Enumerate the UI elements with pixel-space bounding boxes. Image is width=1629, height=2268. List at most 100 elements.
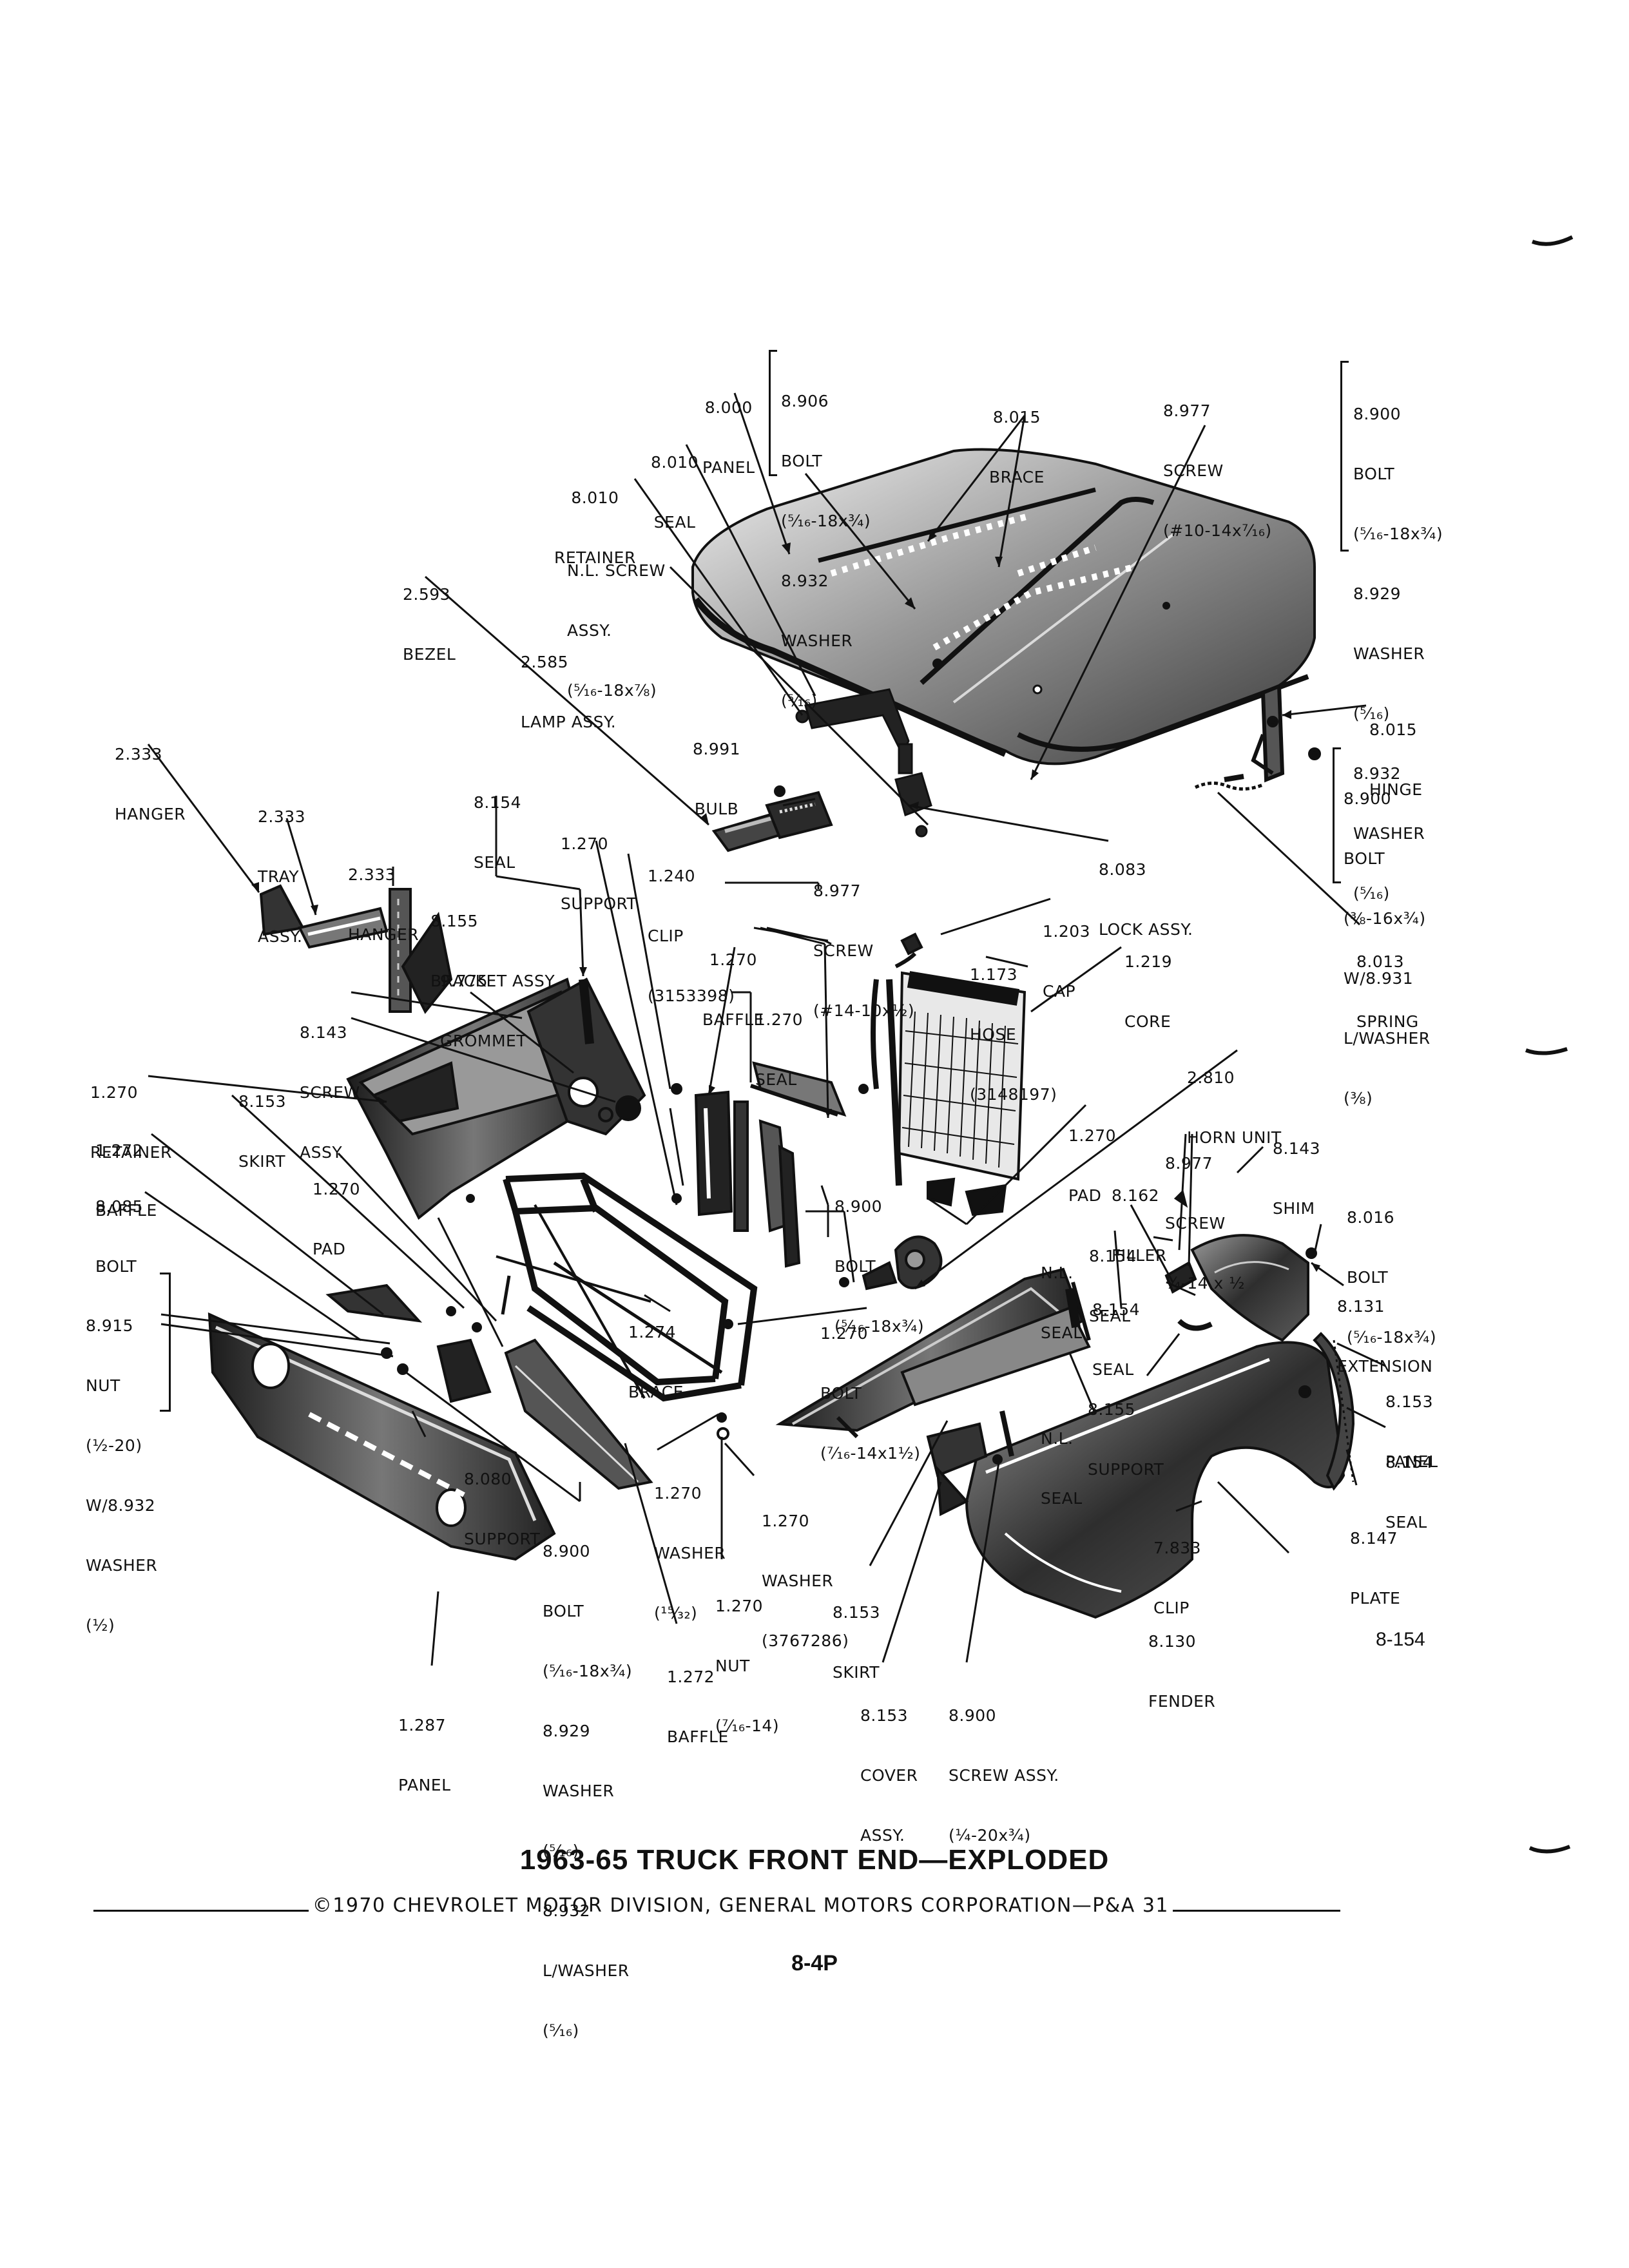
part-size: (3767286) — [762, 1631, 849, 1650]
part-size: (⅜-16x¾) — [1344, 909, 1426, 928]
label-pad-1270-right: 1.270 PAD — [1068, 1086, 1116, 1225]
part-name: BOLT — [1353, 465, 1395, 483]
copyright-text: ©1970 CHEVROLET MOTOR DIVISION, GENERAL … — [312, 1894, 1169, 1917]
label-plate-8147: 8.147 PLATE — [1350, 1488, 1400, 1628]
part-size: (⁵⁄₁₆-18x¾) — [781, 512, 871, 530]
part-name: SUPPORT — [464, 1530, 541, 1548]
bracket-bolt-8906 — [769, 350, 777, 476]
label-baffle-1270: 1.270 BAFFLE — [702, 910, 764, 1050]
label-cover-assy-8153: 8.153 COVER ASSY. — [860, 1666, 918, 1865]
label-nut-8915: 8.915 NUT (½-20) W/8.932 WASHER (½) — [86, 1276, 157, 1655]
part-number: 2.333 — [348, 865, 396, 884]
part-name: SHIM — [1273, 1199, 1315, 1218]
part-number: 8.155 — [430, 912, 479, 930]
label-hinge-8015: 8.015 HINGE — [1369, 680, 1423, 820]
part-number: 9.775 — [440, 972, 488, 990]
part-name: BOLT — [781, 452, 823, 470]
label-bolt-8900-bottom: 8.900 BOLT (⁵⁄₁₆-18x¾) 8.929 WASHER (⁵⁄₁… — [543, 1501, 632, 2061]
part-name: HANGER — [115, 805, 186, 823]
part-number: 1.272 — [667, 1667, 715, 1686]
part-name: SCREW — [1165, 1214, 1226, 1233]
hinge-drawing — [1194, 683, 1321, 791]
label-baffle-1272-left: 1.272 BAFFLE — [95, 1100, 157, 1240]
part-name: CLIP — [1153, 1599, 1190, 1617]
part-size: (#10-14x⁷⁄₁₆) — [1163, 521, 1272, 540]
part-number: 1.270 — [313, 1180, 361, 1198]
part-name: FILLER — [1112, 1246, 1167, 1265]
part-number: 8.015 — [1369, 720, 1418, 739]
part-size: (⁵⁄₁₆) — [1353, 704, 1390, 723]
page-number: 8-4P — [791, 1951, 838, 1975]
part-number: 1.173 — [970, 965, 1018, 984]
part-number: N.L. SCREW — [567, 561, 666, 580]
part-number: 8.977 — [1163, 401, 1211, 420]
part-name: HANGER — [348, 925, 419, 944]
label-seal-8154-a: 8.154 SEAL — [1089, 1206, 1137, 1346]
part-number: 8.932 — [781, 572, 829, 590]
part-size: (⁵⁄₁₆) — [781, 691, 818, 710]
part-number: 8.153 — [238, 1092, 287, 1111]
part-name: FENDER — [1148, 1692, 1216, 1711]
label-bolt-8085: 8.085 BOLT — [95, 1157, 143, 1296]
part-number: 8.977 — [813, 881, 862, 900]
part-number: 8.929 — [543, 1722, 591, 1740]
lamp-bezel-drawing — [711, 785, 833, 852]
part-name: BRACE — [628, 1383, 684, 1401]
label-brace-1274: 1.274 BRACE — [628, 1282, 684, 1422]
part-name: SUPPORT — [561, 894, 637, 913]
part-number: 8.932 — [543, 1901, 591, 1920]
part-number: 8.900 — [949, 1706, 997, 1725]
part-number: 1.219 — [1124, 952, 1173, 971]
part-number: 1.272 — [95, 1141, 144, 1160]
label-retainer-8010: 8.010 RETAINER — [554, 448, 636, 588]
part-size: (3153398) — [648, 986, 735, 1005]
part-name: L/WASHER — [543, 1961, 630, 1980]
label-support-8080: 8.080 SUPPORT — [464, 1429, 540, 1569]
part-number: 8.010 — [651, 453, 699, 472]
label-filler-8162: 8.162 FILLER — [1112, 1146, 1167, 1285]
part-name: SEAL — [474, 853, 516, 872]
label-washer-1270-a: 1.270 WASHER (¹⁵⁄₃₂) — [654, 1443, 726, 1643]
part-name: BOLT — [820, 1384, 862, 1403]
part-name: CORE — [1124, 1012, 1171, 1031]
part-name: SKIRT — [833, 1663, 880, 1682]
part-number: 8.085 — [95, 1197, 144, 1216]
label-retainer-1270: 1.270 RETAINER — [90, 1043, 172, 1182]
part-name: LAMP ASSY. — [521, 713, 617, 731]
part-number: 8.143 — [1273, 1139, 1321, 1158]
part-name: RETAINER — [554, 548, 636, 567]
part-name: ASSY. — [860, 1826, 905, 1845]
label-support-8155: 8.155 SUPPORT — [1088, 1360, 1164, 1499]
part-name: RETAINER — [90, 1143, 172, 1162]
part-number: 8.153 — [1385, 1392, 1434, 1411]
label-panel-1287: 1.287 PANEL — [398, 1675, 451, 1815]
part-number: 8.015 — [992, 408, 1041, 427]
part-number: 1.274 — [628, 1323, 677, 1341]
part-name: SEAL — [755, 1070, 797, 1089]
part-number: 8.153 — [833, 1603, 881, 1622]
part-size: (3148197) — [970, 1085, 1057, 1104]
part-name: BAFFLE — [702, 1010, 764, 1029]
label-nl-screw-assy: N.L. SCREW ASSY. (⁵⁄₁₆-18x⅞) — [567, 521, 666, 720]
copyright-rule-left — [93, 1910, 309, 1912]
part-name: WASHER — [86, 1556, 158, 1575]
part-name: SEAL — [1089, 1307, 1131, 1325]
label-grommet-9775: 9.775 GROMMET — [440, 931, 526, 1071]
part-name: BOLT — [543, 1602, 584, 1620]
label-support-1270: 1.270 SUPPORT — [561, 794, 637, 934]
part-number: 8.080 — [464, 1470, 512, 1488]
label-bolt-1270: 1.270 BOLT (⁷⁄₁₆-14x1½) — [820, 1283, 921, 1483]
part-number: 1.270 — [561, 834, 609, 853]
label-seal-8010: 8.010 SEAL — [651, 412, 699, 552]
part-name: EXTENSION — [1337, 1357, 1433, 1376]
part-name: NUT — [86, 1376, 120, 1395]
label-clip-7833: 7.833 CLIP — [1153, 1498, 1201, 1638]
part-number: 8.929 — [1353, 584, 1402, 603]
label-skirt-8153-bottom: 8.153 SKIRT — [833, 1562, 880, 1702]
label-nl-seal-a: N.L. SEAL — [1041, 1223, 1083, 1363]
part-number: 1.270 — [654, 1484, 702, 1503]
label-bolt-8016: 8.016 BOLT (⁵⁄₁₆-18x¾) — [1347, 1168, 1436, 1367]
part-name: PLATE — [1350, 1589, 1401, 1608]
part-size: ¼-14 x ½ — [1165, 1274, 1245, 1293]
part-name: SCREW ASSY. — [949, 1766, 1059, 1785]
